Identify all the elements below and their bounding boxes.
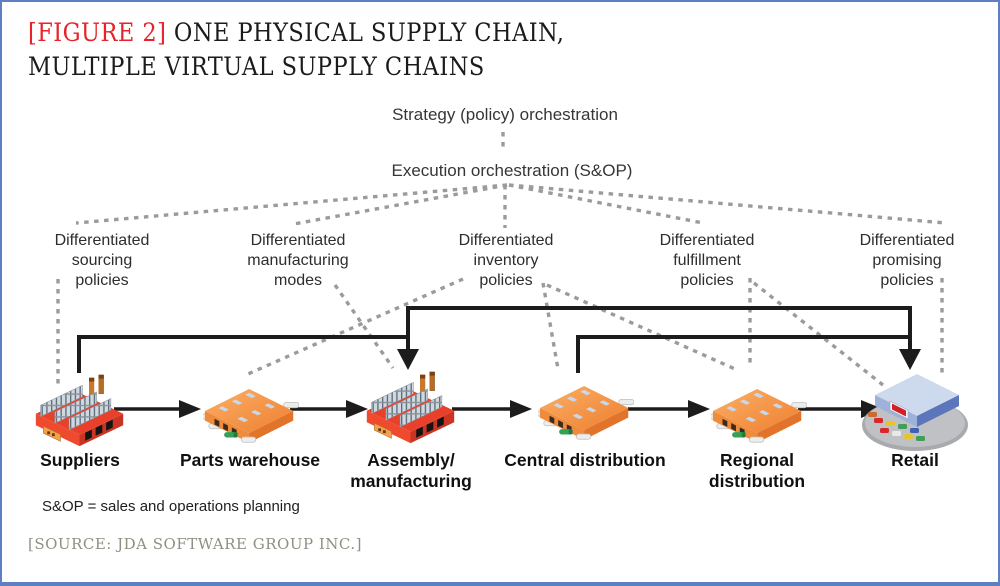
flow-arrowhead-3 <box>510 400 532 418</box>
policy-label-promising: Differentiated promising policies <box>859 232 955 289</box>
figure-title-line1: [FIGURE 2] ONE PHYSICAL SUPPLY CHAIN, <box>28 16 564 50</box>
figure-title: [FIGURE 2] ONE PHYSICAL SUPPLY CHAIN, MU… <box>28 16 564 84</box>
dotted-execution-to-manufacturing <box>293 183 508 226</box>
dotted-execution-to-promising <box>508 183 947 225</box>
node-label-regional-distribution: Regional distribution <box>708 450 806 491</box>
warehouse-icon <box>203 388 299 444</box>
figure-title-line2: MULTIPLE VIRTUAL SUPPLY CHAINS <box>28 52 485 81</box>
figure-tag: [FIGURE 2] <box>28 18 167 47</box>
node-label-parts-warehouse: Parts warehouse <box>179 450 321 470</box>
arrowhead-into-assembly <box>397 349 419 370</box>
dotted-connector-group <box>56 132 947 387</box>
dotted-inventory-to-regional <box>546 283 736 371</box>
dotted-execution-to-fulfillment <box>508 183 704 225</box>
factory-icon <box>366 371 455 444</box>
retail-store-icon <box>861 373 969 452</box>
policy-label-inventory: Differentiated inventory policies <box>458 232 554 289</box>
skip-flow-group <box>77 306 912 373</box>
factory-icon <box>35 374 124 447</box>
flow-arrowhead-2 <box>346 400 368 418</box>
dotted-manufacturing-to-assembly <box>333 284 395 369</box>
warehouse-icon <box>538 385 634 441</box>
policy-label-manufacturing: Differentiated manufacturing modes <box>247 232 349 289</box>
execution-orchestration-label: Execution orchestration (S&OP) <box>391 161 633 180</box>
flow-arrowhead-5 <box>861 400 883 418</box>
dotted-execution-to-sourcing <box>75 183 508 225</box>
sop-footnote: S&OP = sales and operations planning <box>42 498 300 515</box>
facility-icons <box>35 371 969 452</box>
source-credit: [SOURCE: JDA SOFTWARE GROUP INC.] <box>28 535 362 553</box>
policy-label-fulfillment: Differentiated fulfillment policies <box>659 232 755 289</box>
flow-arrowhead-4 <box>688 400 710 418</box>
flow-arrowhead-1 <box>179 400 201 418</box>
skip-suppliers-to-assembly <box>77 335 408 373</box>
dotted-fulfillment-to-retail <box>752 281 885 387</box>
node-label-assembly-manufacturing: Assembly/ manufacturing <box>350 450 472 491</box>
main-flow-group <box>114 400 883 418</box>
figure-title-rest: ONE PHYSICAL SUPPLY CHAIN, <box>166 18 565 47</box>
dotted-inventory-to-central <box>541 282 560 370</box>
policy-label-sourcing: Differentiated sourcing policies <box>54 232 150 289</box>
dotted-inventory-to-parts-warehouse <box>247 277 464 376</box>
arrowhead-into-retail <box>899 349 921 370</box>
skip-assembly-to-retail <box>406 306 912 352</box>
node-label-suppliers: Suppliers <box>40 450 120 470</box>
node-label-central-distribution: Central distribution <box>504 450 666 470</box>
skip-arrowheads <box>397 349 921 370</box>
warehouse-icon <box>711 388 807 444</box>
node-label-retail: Retail <box>891 450 939 470</box>
skip-central-to-retail <box>576 335 908 373</box>
strategy-orchestration-label: Strategy (policy) orchestration <box>392 105 618 124</box>
